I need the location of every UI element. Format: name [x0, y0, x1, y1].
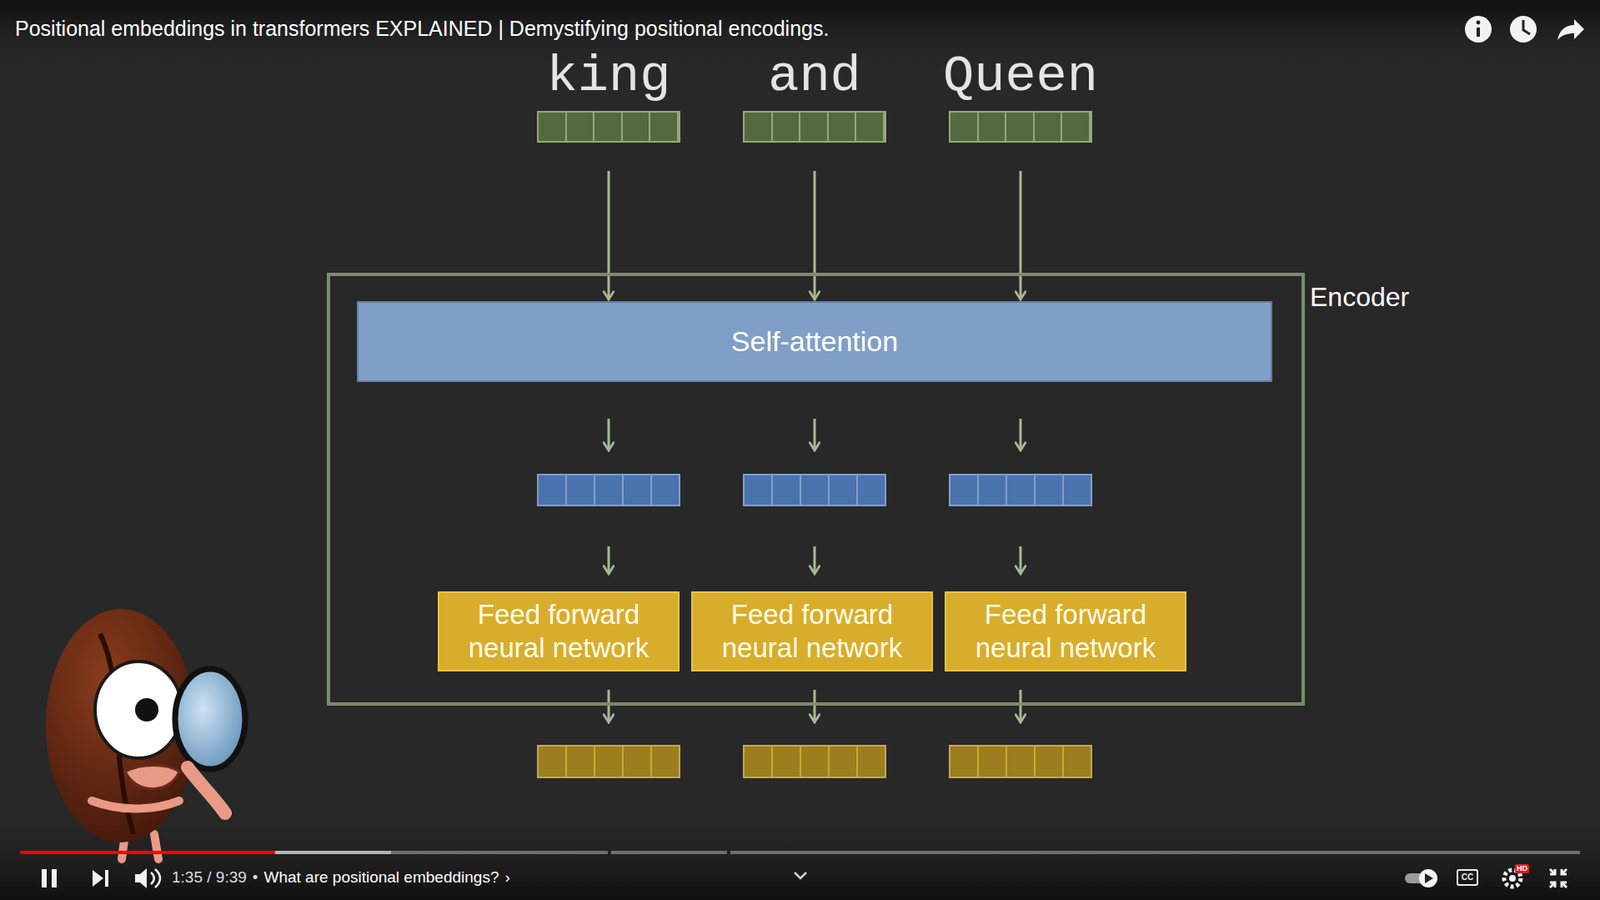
video-title: Positional embeddings in transformers EX… — [15, 16, 829, 41]
encoder-output-vector — [948, 744, 1093, 778]
vector-cell — [857, 746, 885, 777]
player-controls — [41, 867, 1567, 888]
vector-cell — [978, 746, 1008, 777]
vector-cell — [978, 112, 1008, 141]
vector-cell — [1063, 475, 1091, 505]
attention-layer: Self-attention — [356, 300, 1273, 382]
vector-cell — [829, 475, 858, 505]
layer-label: Self-attention — [731, 325, 898, 358]
vector-cell — [623, 475, 653, 505]
vector-cell — [652, 475, 679, 505]
player-time-row: 1:35 / 9:39•What are positional embeddin… — [171, 867, 511, 887]
arrow-line — [607, 418, 611, 451]
layer-label: Feed forward neural network — [701, 597, 923, 664]
vector-cell — [623, 746, 653, 777]
chapter-title: What are positional embeddings? — [263, 867, 499, 887]
vector-cell — [1034, 112, 1064, 141]
token-embedding: and — [742, 110, 887, 143]
vector-cell — [744, 475, 773, 505]
arrow-line — [813, 170, 817, 300]
vector-cell — [1035, 746, 1064, 777]
token-word: Queen — [942, 50, 1099, 103]
quality-badge: HD — [1514, 863, 1530, 873]
arrow-line — [813, 418, 817, 451]
flow-arrow — [608, 170, 610, 300]
vector-cell — [1035, 475, 1064, 505]
vector-cell — [800, 112, 829, 141]
chapter-chevron: › — [504, 867, 510, 887]
vector-cell — [595, 475, 624, 505]
vector-cell — [566, 475, 596, 505]
token-word: king — [546, 50, 672, 103]
vector-cell — [1006, 112, 1035, 141]
progress-bar — [20, 850, 1580, 854]
arrow-line — [1019, 170, 1023, 300]
layer-label: Feed forward neural network — [447, 597, 670, 664]
clock-icon — [1509, 15, 1537, 43]
attention-output-vector — [742, 473, 887, 507]
arrow-line — [813, 546, 817, 574]
attention-output-vector — [536, 473, 681, 507]
vector-cell — [566, 746, 596, 777]
vector-cell — [857, 475, 885, 505]
vector-cell — [829, 746, 858, 777]
vector-cell — [650, 112, 679, 141]
vector-cell — [801, 746, 830, 777]
vector-cell — [950, 746, 979, 777]
vector-cell — [801, 475, 830, 505]
vector-cell — [856, 112, 885, 141]
info-icon — [1464, 15, 1492, 43]
bottom-shade — [0, 800, 1600, 900]
vector-cell — [652, 746, 679, 777]
vector-cell — [566, 112, 596, 141]
token-embedding: king — [536, 110, 681, 143]
vector-cell — [978, 475, 1008, 505]
vector-cell — [772, 112, 802, 141]
output-arrows — [608, 689, 1021, 723]
layer-label: Feed forward neural network — [954, 597, 1177, 664]
encoder-block: EncoderSelf-attentionFeed forward neural… — [326, 272, 1305, 706]
arrow-line — [607, 546, 611, 574]
attention-output-vector — [948, 473, 1093, 507]
arrow-line — [1019, 546, 1023, 574]
vector-cell — [1062, 112, 1091, 141]
vector-cell — [538, 746, 567, 777]
flow-arrow — [814, 170, 816, 300]
feed-forward-box: Feed forward neural network — [437, 591, 680, 672]
vector-cell — [1007, 475, 1036, 505]
time-readout: 1:35 / 9:39 — [171, 867, 247, 887]
share-icon — [1557, 19, 1585, 41]
vector-cell — [772, 746, 802, 777]
arrow-line — [1019, 418, 1023, 451]
vector-cell — [538, 112, 567, 141]
encoder-output-vector — [536, 744, 681, 778]
token-embedding: Queen — [948, 110, 1093, 143]
vector-cell — [1007, 746, 1036, 777]
vector-cell — [950, 112, 979, 141]
separator-dot: • — [252, 867, 259, 887]
vector-cell — [950, 475, 979, 505]
arrow-line — [607, 170, 611, 300]
vector-cell — [744, 112, 773, 141]
encoder-output-vector — [742, 744, 887, 778]
vector-cell — [828, 112, 858, 141]
vector-cell — [622, 112, 652, 141]
vector-cell — [538, 475, 567, 505]
vector-cell — [744, 746, 773, 777]
captions-button: CC — [1456, 868, 1479, 886]
feed-forward-box: Feed forward neural network — [691, 591, 933, 672]
vector-cell — [772, 475, 802, 505]
token-word: and — [767, 50, 862, 103]
flow-arrow — [1020, 170, 1022, 300]
block-heading: Encoder — [1309, 280, 1410, 313]
mascot-illustration — [45, 608, 246, 859]
vector-cell — [595, 746, 624, 777]
vector-cell — [1063, 746, 1091, 777]
feed-forward-box: Feed forward neural network — [944, 591, 1187, 672]
vector-cell — [594, 112, 623, 141]
